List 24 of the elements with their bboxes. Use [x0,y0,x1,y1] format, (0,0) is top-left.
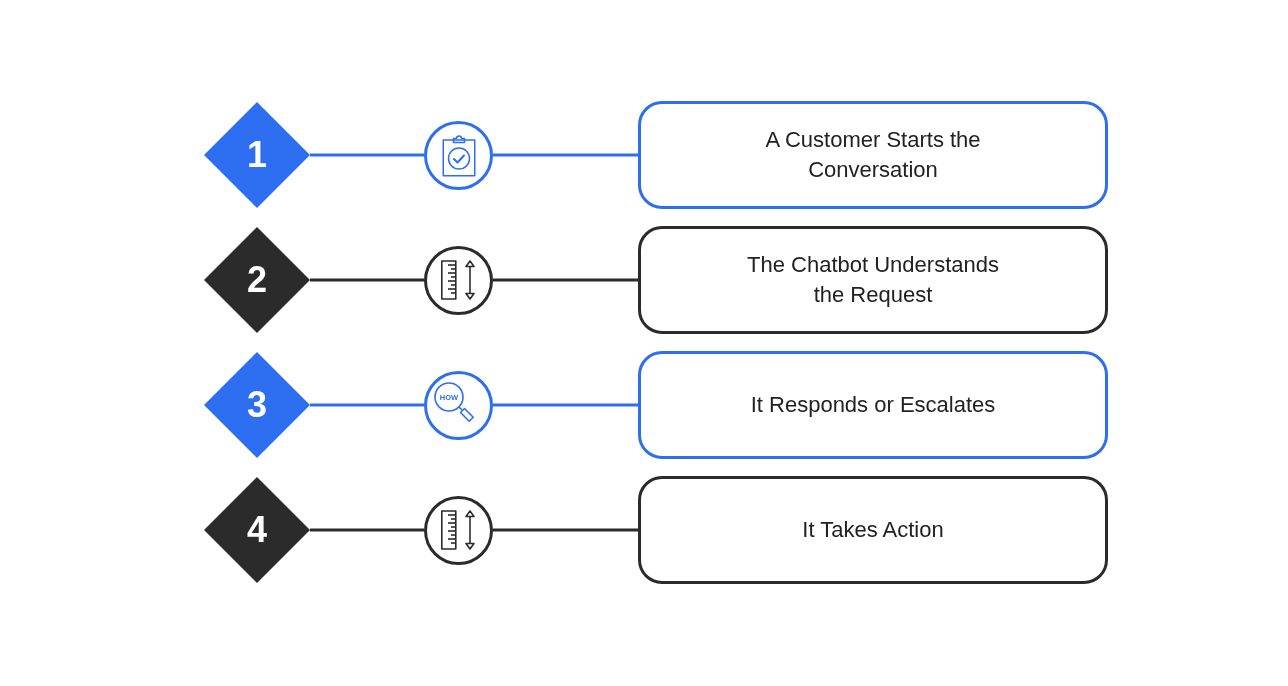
step-card [638,476,1108,584]
connector-line [493,528,638,532]
number-diamond [204,352,310,458]
step-label: A Customer Starts the Conversation [764,126,982,184]
number-diamond [204,102,310,208]
connector-line [310,278,424,282]
step-card [638,226,1108,334]
step-label: It Takes Action [802,516,944,544]
step-card [638,101,1108,209]
connector-line [310,403,424,407]
step-number: 2 [247,260,267,300]
step-label: The Chatbot Understands the Request [746,251,1000,309]
step-number: 4 [247,510,267,550]
step-label: It Responds or Escalates [750,391,996,419]
connector-line [493,278,638,282]
connector-line [310,153,424,157]
connector-line [493,153,638,157]
step-number: 1 [247,135,267,175]
number-diamond [204,227,310,333]
step-card [638,351,1108,459]
step-number: 3 [247,385,267,425]
number-diamond [204,477,310,583]
connector-line [310,528,424,532]
connector-line [493,403,638,407]
